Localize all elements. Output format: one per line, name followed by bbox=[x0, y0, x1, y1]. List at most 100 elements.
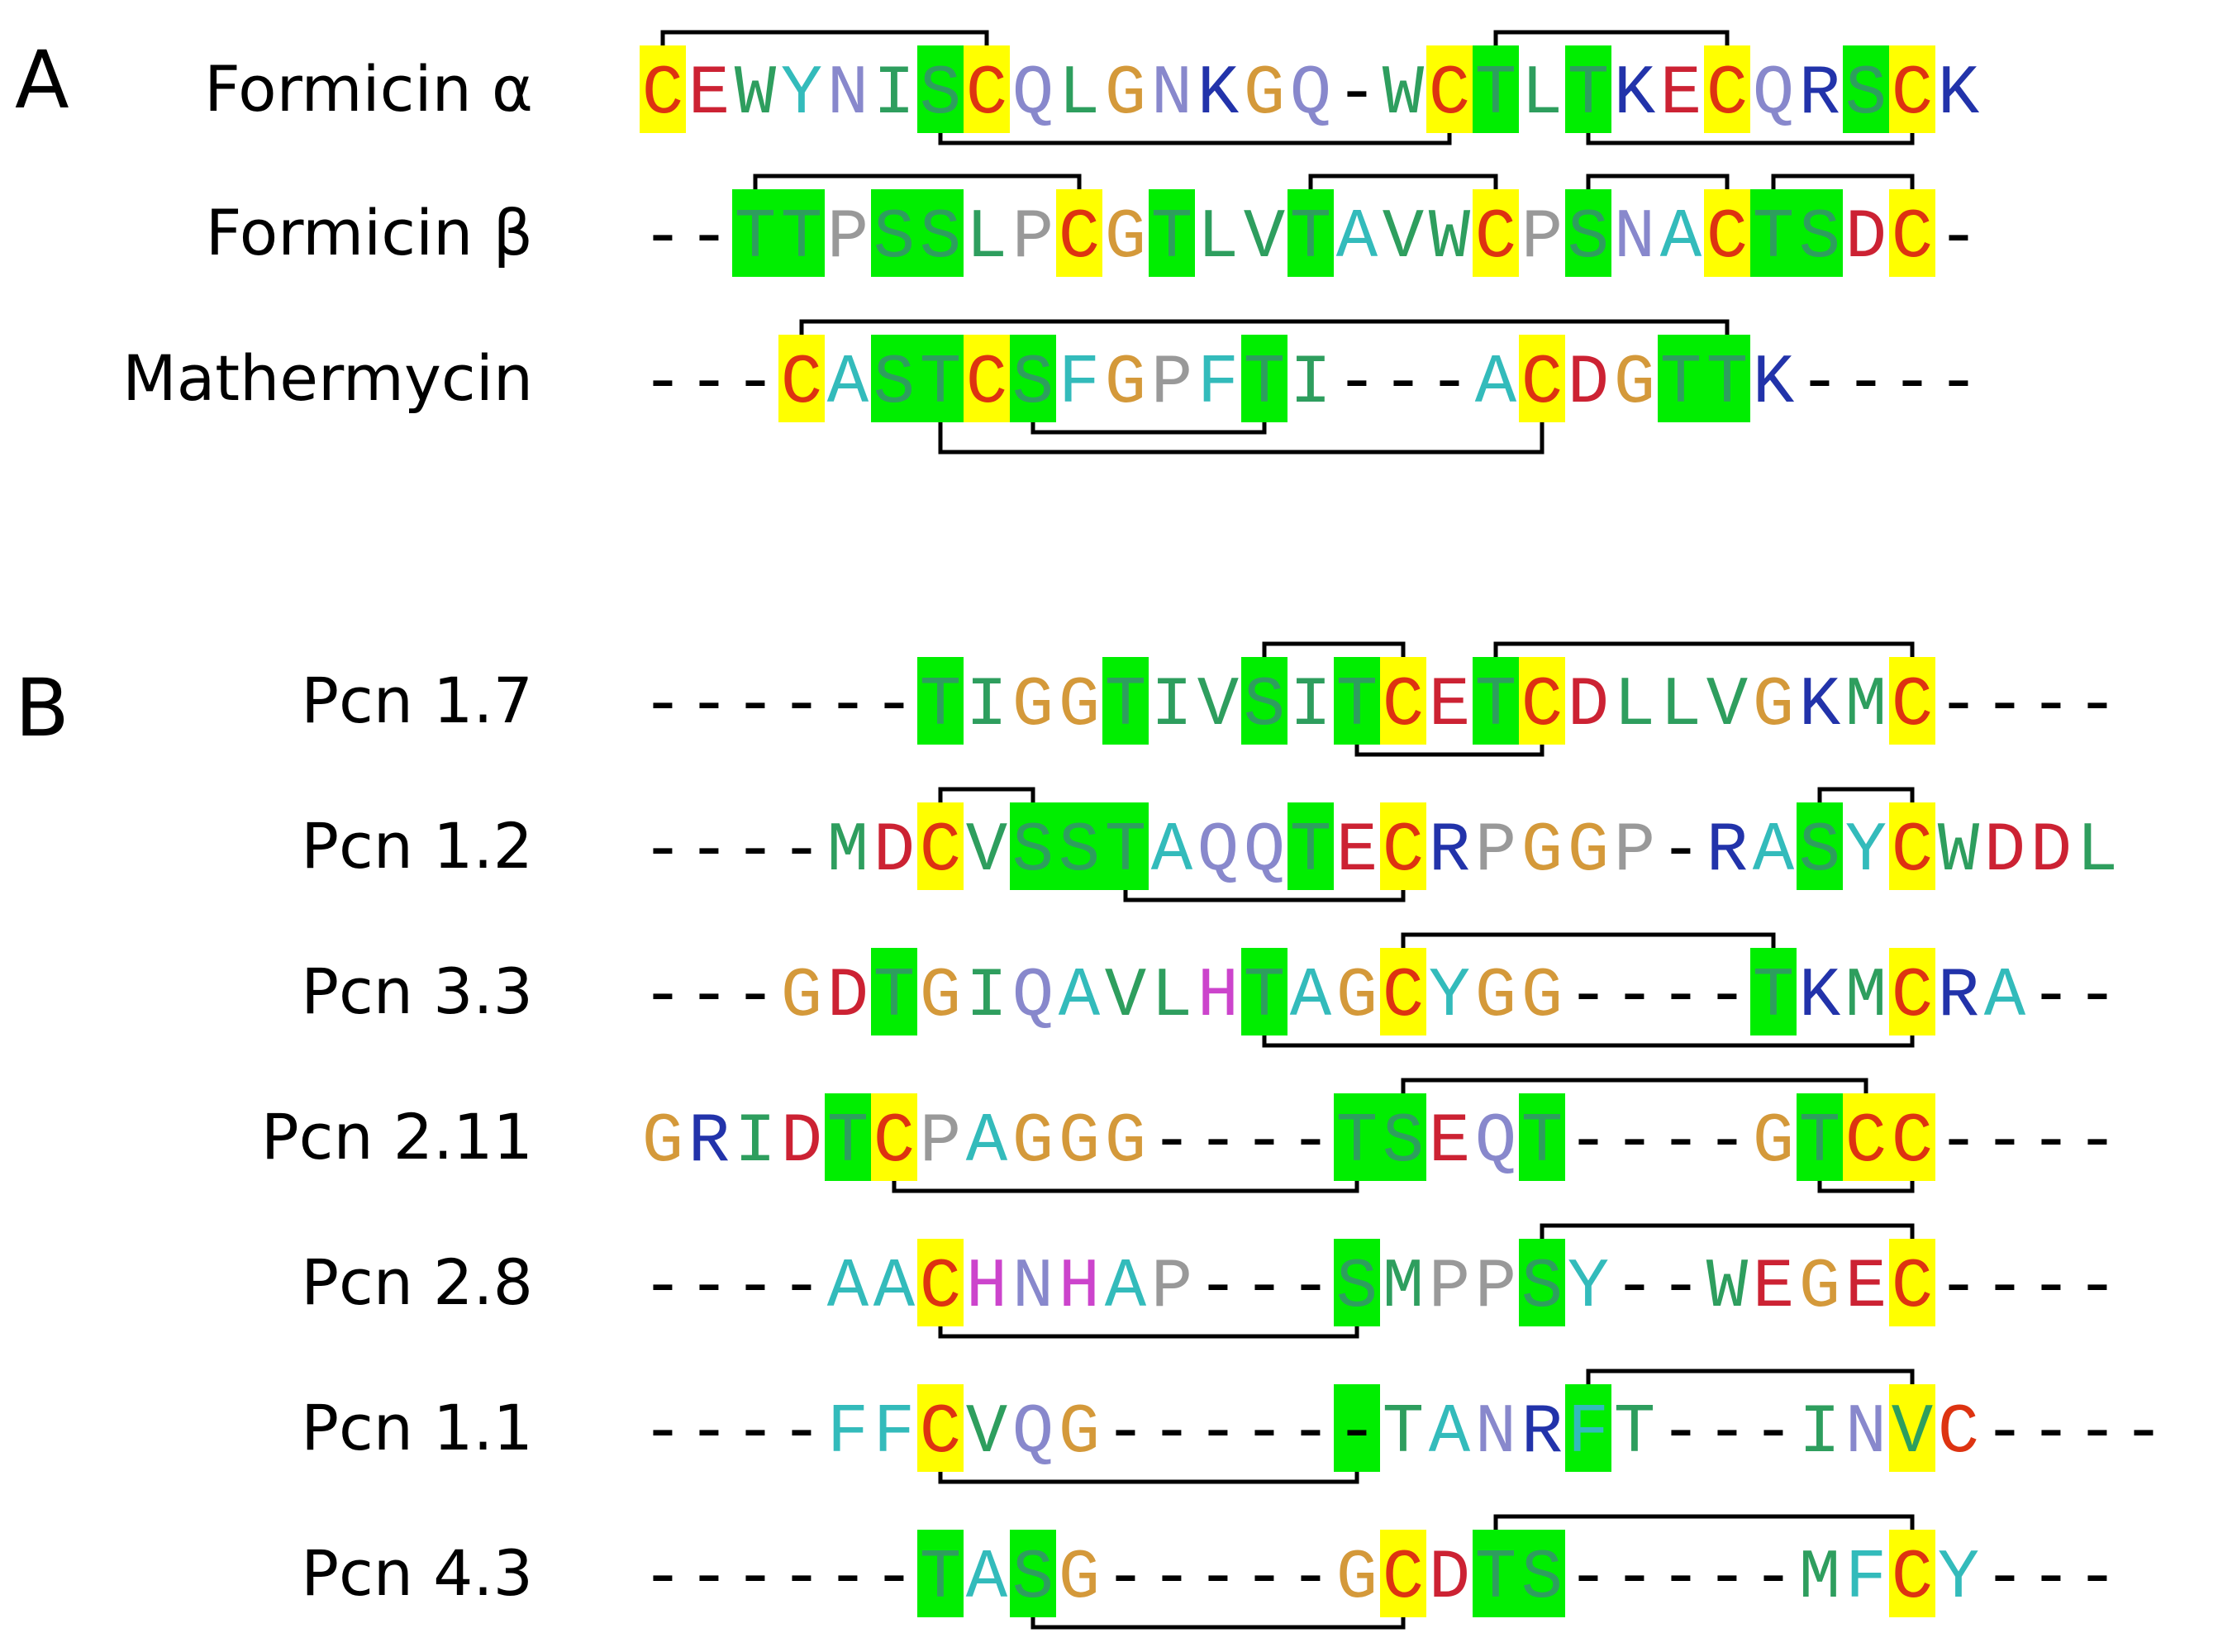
residue: R bbox=[1429, 812, 1470, 891]
thioether-bridge bbox=[938, 133, 1452, 145]
gap: - bbox=[1568, 1103, 1609, 1182]
ser-thr-highlight bbox=[1334, 1384, 1380, 1472]
residue: C bbox=[920, 1394, 961, 1473]
ser-thr-highlight bbox=[1704, 335, 1750, 422]
residue: P bbox=[1614, 812, 1655, 891]
ser-thr-highlight bbox=[917, 189, 964, 277]
residue: W bbox=[1938, 812, 1980, 891]
residue: C bbox=[1892, 1103, 1933, 1182]
gap: - bbox=[827, 1540, 869, 1618]
gap: - bbox=[2030, 1249, 2072, 1327]
residue: A bbox=[1475, 345, 1517, 423]
gap: - bbox=[1706, 1103, 1748, 1182]
gap: - bbox=[688, 1249, 730, 1327]
residue: K bbox=[1753, 345, 1795, 423]
ser-thr-highlight bbox=[1241, 335, 1287, 422]
ser-thr-highlight bbox=[871, 189, 917, 277]
cysteine-highlight bbox=[1889, 45, 1935, 133]
residue: K bbox=[1799, 958, 1841, 1036]
residue: H bbox=[1059, 1249, 1100, 1327]
residue: D bbox=[1568, 345, 1609, 423]
residue: G bbox=[1012, 1103, 1054, 1182]
thioether-bridge bbox=[753, 174, 1082, 189]
residue: G bbox=[1753, 1103, 1794, 1182]
gap: - bbox=[1151, 1540, 1192, 1618]
ser-thr-highlight bbox=[1380, 1093, 1426, 1181]
thioether-bridge bbox=[1493, 641, 1915, 657]
residue: S bbox=[1244, 667, 1285, 745]
residue: P bbox=[1429, 1249, 1470, 1327]
residue: C bbox=[1892, 1249, 1933, 1327]
residue: C bbox=[920, 1249, 961, 1327]
residue: C bbox=[1521, 667, 1563, 745]
residue: D bbox=[1429, 1540, 1470, 1618]
thioether-bridge bbox=[892, 1181, 1359, 1193]
gap: - bbox=[1938, 1103, 1979, 1182]
residue: A bbox=[827, 1249, 869, 1327]
ser-thr-highlight bbox=[1750, 948, 1797, 1035]
ser-thr-highlight bbox=[732, 189, 778, 277]
gap: - bbox=[2123, 1394, 2164, 1473]
sequence-name: Pcn 1.1 bbox=[301, 1391, 533, 1464]
residue: S bbox=[873, 345, 915, 423]
residue: Q bbox=[1244, 812, 1285, 891]
residue: T bbox=[1336, 667, 1378, 745]
sequence-name: Formicin β bbox=[206, 196, 533, 269]
residue: T bbox=[1383, 1394, 1424, 1473]
ser-thr-highlight bbox=[1519, 1093, 1565, 1181]
ser-thr-highlight bbox=[917, 45, 964, 133]
ser-thr-highlight bbox=[1473, 1530, 1519, 1617]
gap: - bbox=[781, 667, 822, 745]
residue: F bbox=[1059, 345, 1100, 423]
gap: - bbox=[1892, 345, 1933, 423]
residue: G bbox=[1753, 667, 1794, 745]
sequence-name: Pcn 1.7 bbox=[301, 664, 533, 737]
gap: - bbox=[2030, 958, 2072, 1036]
gap: - bbox=[1244, 1540, 1285, 1618]
residue: T bbox=[920, 345, 961, 423]
gap: - bbox=[1938, 345, 1979, 423]
residue: L bbox=[1521, 55, 1563, 134]
residue: Y bbox=[1845, 812, 1887, 891]
gap: - bbox=[735, 958, 776, 1036]
gap: - bbox=[735, 345, 776, 423]
gap: - bbox=[1984, 1249, 2025, 1327]
residue: G bbox=[1105, 345, 1146, 423]
residue: R bbox=[688, 1103, 730, 1182]
residue: S bbox=[1799, 199, 1840, 278]
residue: M bbox=[1383, 1249, 1424, 1327]
residue: G bbox=[1475, 958, 1516, 1036]
residue: A bbox=[966, 1540, 1008, 1618]
residue: T bbox=[1244, 958, 1285, 1036]
gap: - bbox=[688, 667, 730, 745]
residue: A bbox=[827, 345, 869, 423]
gap: - bbox=[1290, 1103, 1331, 1182]
cysteine-highlight bbox=[1473, 189, 1519, 277]
gap: - bbox=[1614, 1249, 1655, 1327]
gap: - bbox=[1336, 55, 1378, 134]
gap: - bbox=[642, 1394, 683, 1473]
thioether-bridge bbox=[799, 319, 1730, 335]
residue: T bbox=[1151, 199, 1192, 278]
gap: - bbox=[735, 1249, 776, 1327]
residue: C bbox=[1383, 1540, 1424, 1618]
sequence-name: Mathermycin bbox=[122, 341, 533, 415]
gap: - bbox=[1938, 199, 1979, 278]
gap: - bbox=[1938, 1249, 1979, 1327]
cysteine-highlight bbox=[1519, 335, 1565, 422]
residue: S bbox=[1012, 812, 1054, 891]
residue: F bbox=[1845, 1540, 1887, 1618]
residue: T bbox=[1614, 1394, 1655, 1473]
residue: W bbox=[1383, 55, 1425, 134]
residue: S bbox=[873, 199, 915, 278]
gap: - bbox=[735, 667, 776, 745]
gap: - bbox=[1938, 667, 1979, 745]
residue: A bbox=[1336, 199, 1378, 278]
residue: C bbox=[1706, 199, 1748, 278]
cysteine-highlight bbox=[1889, 1093, 1935, 1181]
residue: E bbox=[1845, 1249, 1887, 1327]
ser-thr-highlight bbox=[1102, 802, 1149, 890]
gap: - bbox=[1660, 958, 1702, 1036]
cysteine-highlight bbox=[1380, 948, 1426, 1035]
residue: R bbox=[1938, 958, 1979, 1036]
